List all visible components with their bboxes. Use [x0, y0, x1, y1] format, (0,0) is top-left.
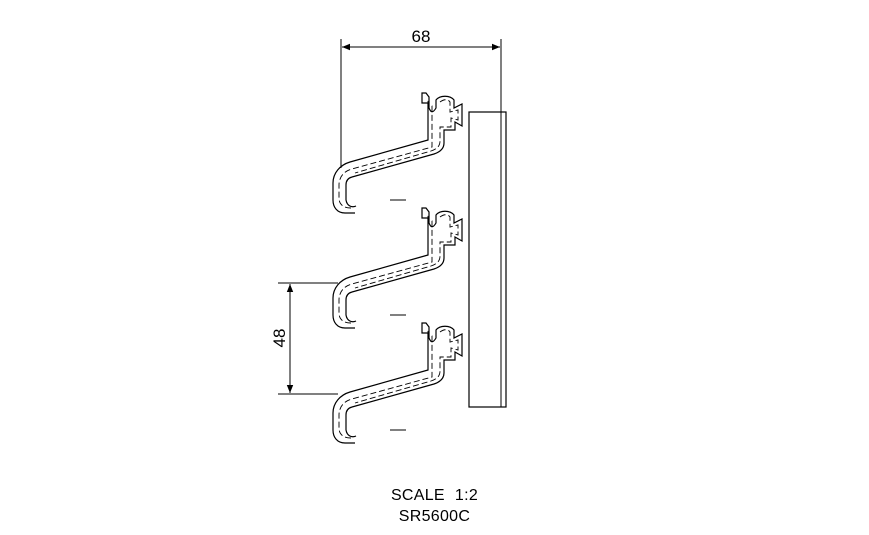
dimension-width-label: 68 [412, 27, 431, 46]
louvre-blade-1 [332, 92, 463, 214]
scale-value: 1:2 [454, 487, 479, 504]
louvre-blade-2 [332, 207, 463, 329]
part-number: SR5600C [398, 508, 471, 525]
louvre-blade-3 [332, 322, 463, 444]
frame-outer [468, 111, 507, 408]
scale-label: SCALE [390, 487, 445, 504]
dimension-pitch-label: 48 [270, 329, 289, 348]
scale-caption: SCALE 1:2 [0, 486, 869, 506]
